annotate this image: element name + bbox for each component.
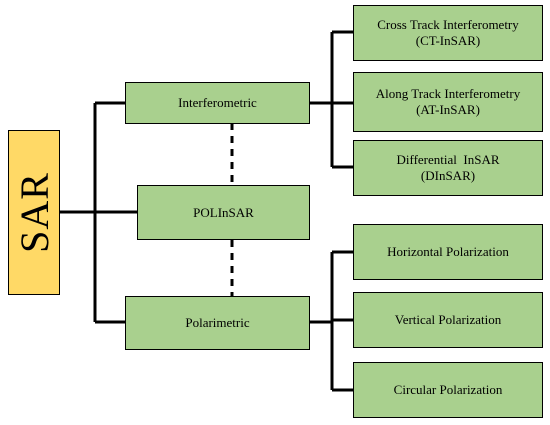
node-polarimetric-label: Polarimetric [185, 315, 250, 330]
node-at-insar: Along Track Interferometry (AT-InSAR) [353, 72, 543, 132]
node-polinsar: POLInSAR [137, 185, 310, 240]
sar-root-node: SAR [8, 130, 60, 295]
node-at-insar-line2: (AT-InSAR) [416, 102, 480, 117]
node-vertical-polarization: Vertical Polarization [353, 292, 543, 348]
node-circular-polarization: Circular Polarization [353, 362, 543, 418]
node-polinsar-label: POLInSAR [193, 204, 254, 220]
node-at-insar-line1: Along Track Interferometry [375, 86, 521, 101]
node-dinsar: Differential InSAR (DInSAR) [353, 140, 543, 196]
node-dinsar-line1: Differential InSAR [396, 152, 500, 167]
node-circular-polarization-label: Circular Polarization [393, 382, 503, 397]
node-ct-insar-line1: Cross Track Interferometry [377, 17, 519, 32]
node-horizontal-polarization-label: Horizontal Polarization [387, 244, 509, 259]
node-polarimetric: Polarimetric [125, 296, 310, 350]
node-dinsar-line2: (DInSAR) [420, 168, 476, 183]
node-interferometric-label: Interferometric [178, 95, 257, 110]
node-ct-insar-line2: (CT-InSAR) [415, 33, 481, 48]
node-horizontal-polarization: Horizontal Polarization [353, 224, 543, 280]
sar-root-label: SAR [11, 172, 57, 253]
node-ct-insar: Cross Track Interferometry (CT-InSAR) [353, 5, 543, 61]
node-interferometric: Interferometric [125, 82, 310, 124]
node-vertical-polarization-label: Vertical Polarization [394, 312, 502, 327]
